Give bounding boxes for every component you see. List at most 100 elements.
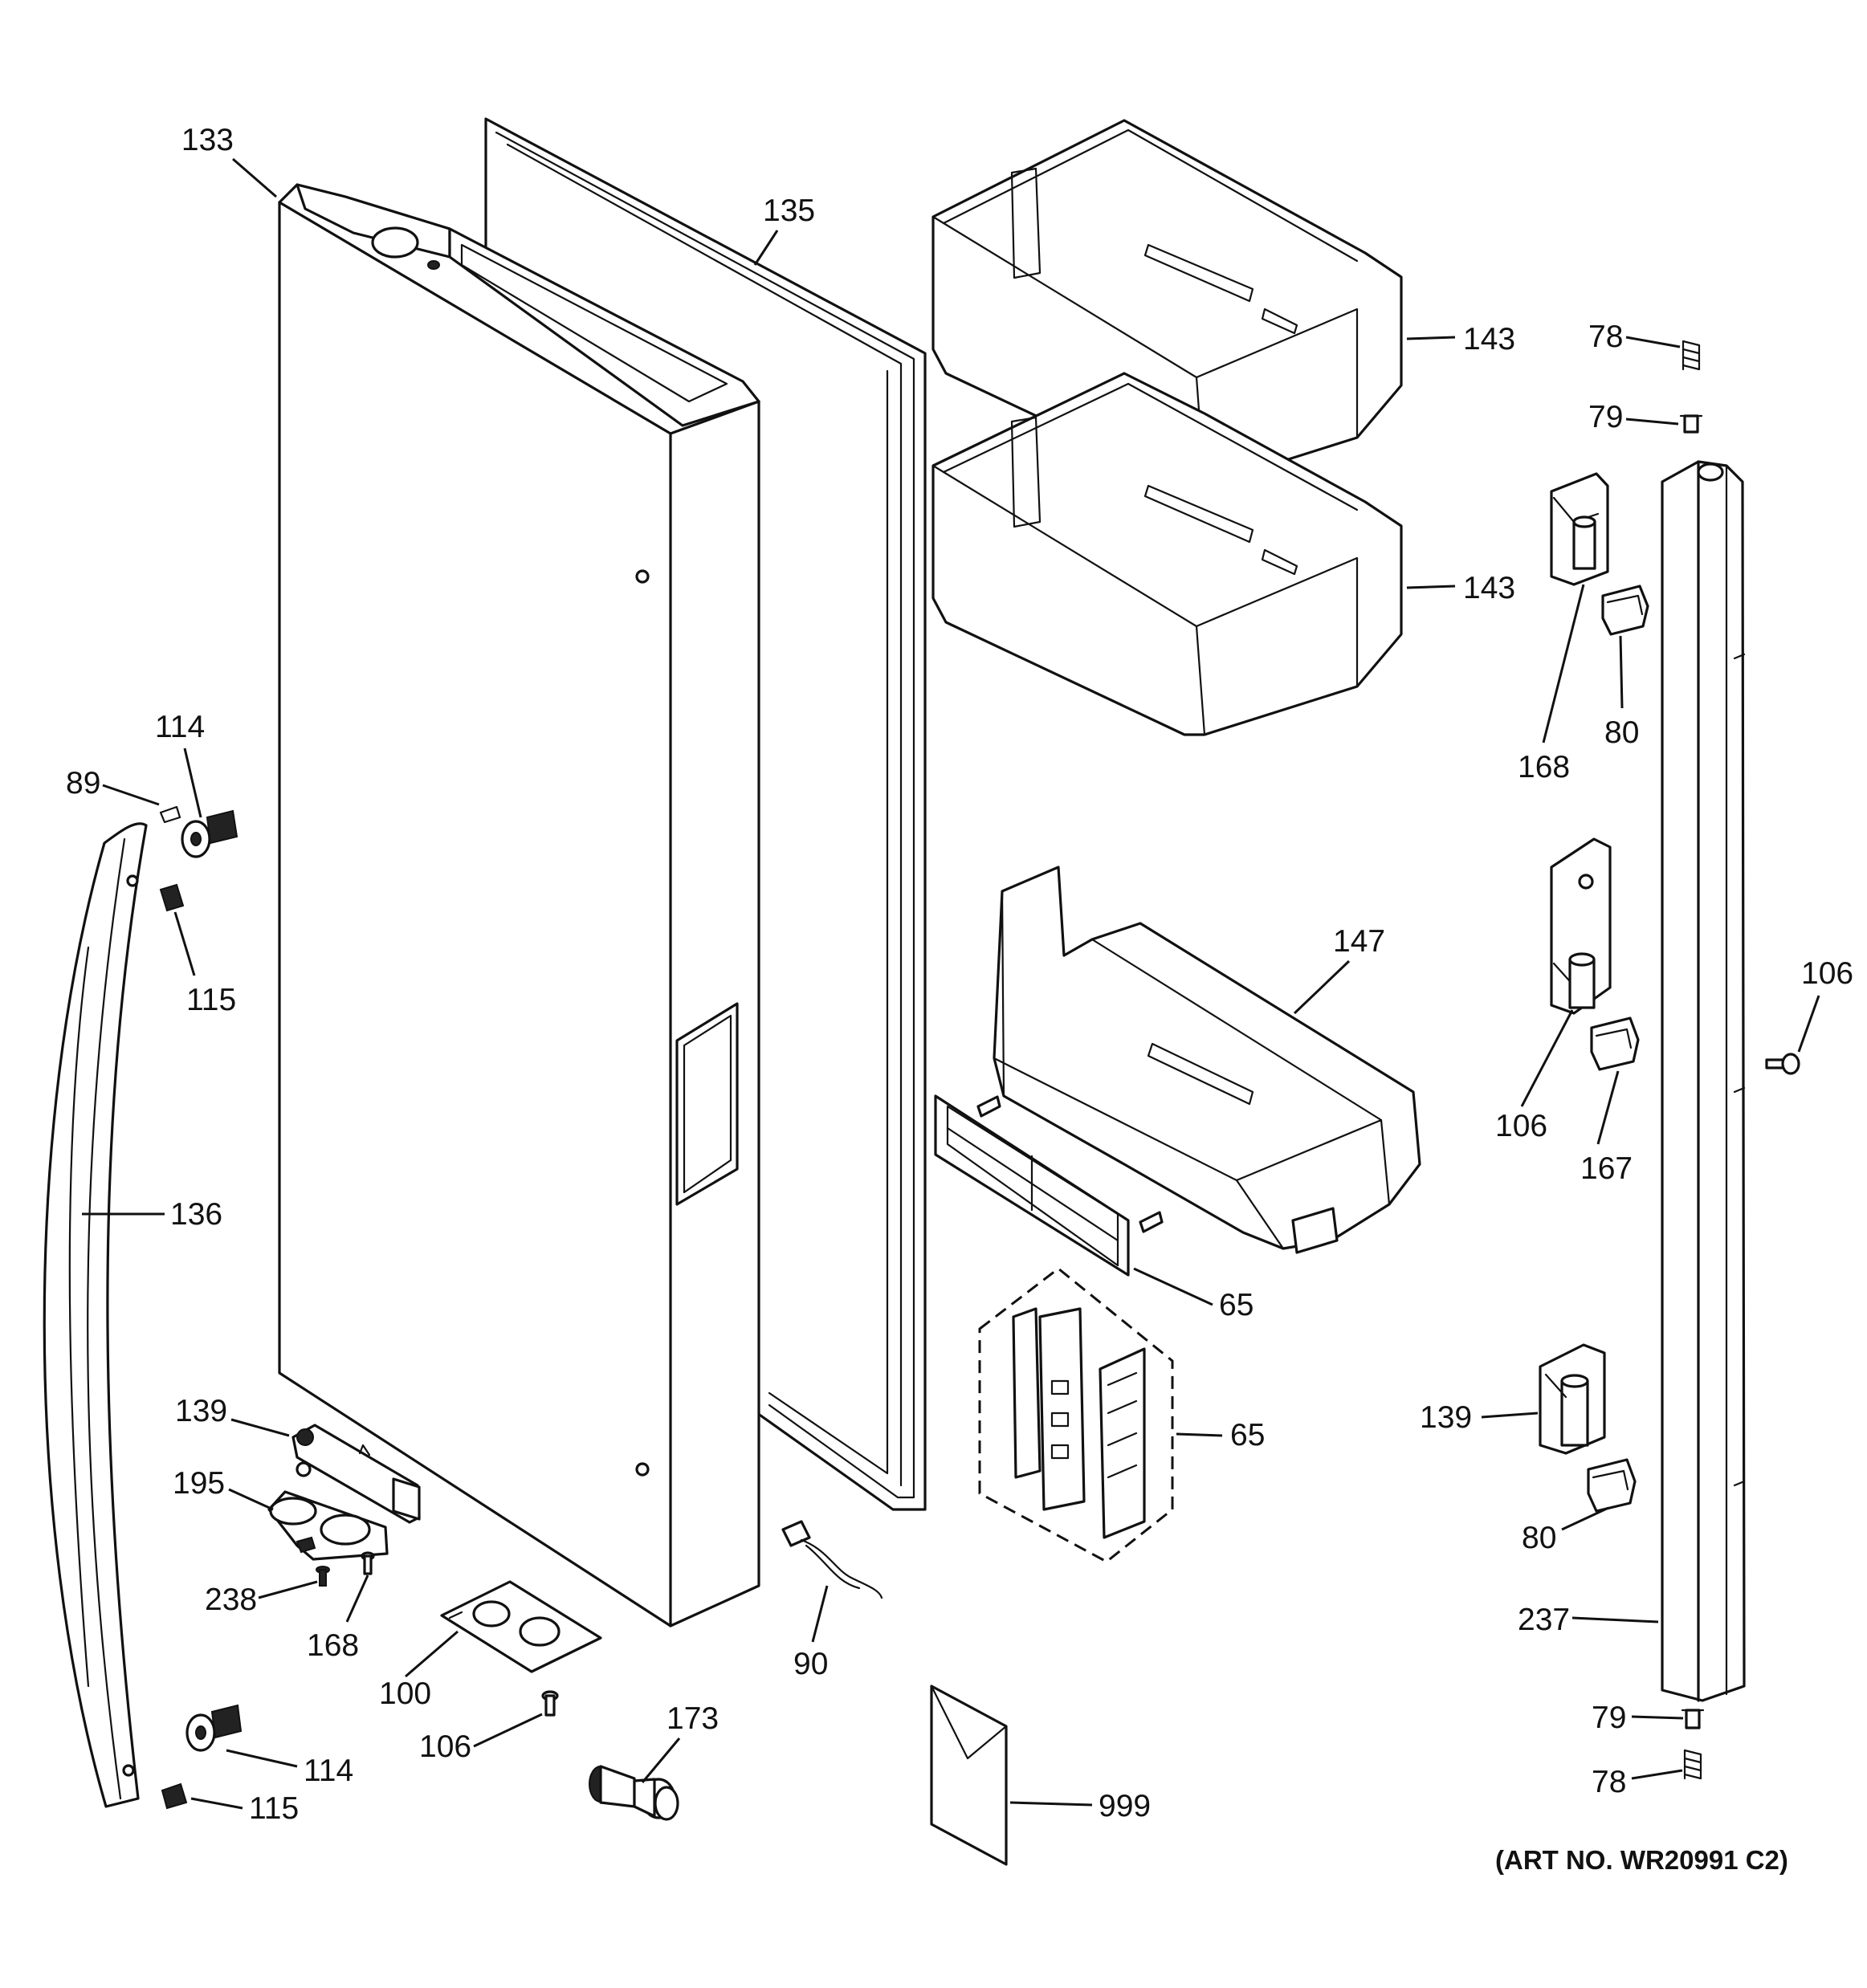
wire-harness-90 (781, 1520, 883, 1599)
callout-237: 238 (205, 1583, 257, 1617)
stud-114-bottom (185, 1704, 243, 1752)
leader-114-bottom (226, 1749, 298, 1768)
leader-139 (230, 1418, 290, 1437)
plate-100 (440, 1580, 602, 1673)
hinge-168-top (1550, 472, 1609, 586)
leader-238 (228, 1488, 274, 1511)
plate-65 (934, 1094, 1164, 1277)
leader-89 (102, 784, 160, 806)
leader-168-top (1542, 584, 1585, 743)
leader-65 (1133, 1267, 1213, 1306)
callout-999: 999 (1099, 1789, 1151, 1823)
callout-143-upper: 143 (1463, 322, 1515, 356)
callout-80-bottom: 80 (1522, 1521, 1556, 1555)
callout-80-top: 80 (1604, 715, 1639, 750)
fridge-door (278, 183, 760, 1627)
screw-237 (316, 1566, 330, 1587)
callout-167: 106 (1495, 1109, 1547, 1143)
callout-90: 90 (793, 1647, 828, 1681)
callout-147: 147 (1333, 924, 1385, 959)
screw-106-bottom (541, 1690, 559, 1717)
leader-168-bottom (1481, 1412, 1539, 1419)
leader-115-top (173, 911, 196, 976)
bracket-238 (267, 1490, 389, 1561)
leader-133 (232, 157, 277, 198)
hinge-arm-139 (291, 1424, 421, 1524)
callout-168-bottom: 139 (1420, 1400, 1472, 1435)
callout-133: 133 (181, 123, 234, 157)
set-screw-115-bottom (161, 1782, 188, 1810)
leader-78-bottom (1631, 1769, 1683, 1780)
callout-135: 135 (763, 194, 815, 228)
door-handle-136 (43, 822, 148, 1808)
leader-80-mid (1596, 1070, 1620, 1145)
callout-173: 173 (666, 1701, 719, 1736)
door-bin-lower (931, 372, 1403, 736)
leader-999 (1009, 1801, 1093, 1807)
callout-80-mid: 167 (1580, 1151, 1633, 1186)
leader-90 (811, 1585, 829, 1643)
envelope-999 (930, 1685, 1008, 1866)
callout-136: 136 (170, 1197, 222, 1232)
callout-168-top: 168 (1518, 750, 1570, 784)
pin-79-bottom (1681, 1709, 1705, 1729)
leader-173 (641, 1737, 681, 1783)
door-trim-166 (1661, 460, 1746, 1702)
leader-100 (405, 1630, 459, 1678)
spring-78-top (1682, 340, 1701, 371)
art-number: (ART NO. WR20991 C2) (1495, 1845, 1788, 1875)
callout-114-top: 114 (155, 710, 205, 744)
callout-143-lower: 143 (1463, 571, 1515, 605)
leader-149 (345, 1575, 369, 1623)
callout-78-top: 78 (1588, 320, 1623, 354)
callout-166: 237 (1518, 1603, 1570, 1637)
leader-79-bottom (1631, 1715, 1684, 1720)
leader-106-right (1797, 995, 1820, 1053)
set-screw-89 (159, 805, 181, 824)
fitting-173 (589, 1765, 679, 1821)
spring-78-bottom (1683, 1749, 1702, 1780)
callout-106-bottom: 106 (419, 1729, 471, 1764)
leader-79-top (1625, 418, 1679, 426)
screw-106-right (1765, 1053, 1800, 1075)
leader-166 (1571, 1616, 1659, 1623)
cap-80-mid (1590, 1016, 1640, 1071)
leader-78-top (1625, 336, 1681, 348)
screw-149 (361, 1551, 375, 1575)
callout-65: 65 (1219, 1288, 1253, 1322)
set-screw-115-top (159, 883, 185, 912)
leader-143-lower (1406, 585, 1456, 589)
leader-147 (1293, 959, 1351, 1015)
callout-106-right: 106 (1801, 956, 1853, 991)
hinge-168-bottom (1539, 1343, 1606, 1455)
callout-149: 168 (307, 1628, 359, 1663)
leader-167 (1520, 1009, 1574, 1107)
leader-135 (753, 230, 779, 266)
leader-114-top (183, 748, 202, 818)
callout-114-bottom: 114 (304, 1754, 353, 1788)
callout-78-bottom: 78 (1592, 1765, 1626, 1799)
callout-115-bottom: 115 (249, 1791, 299, 1826)
leader-115-bottom (190, 1797, 243, 1810)
callout-100: 100 (379, 1676, 431, 1711)
control-panel-195 (978, 1267, 1174, 1563)
callout-79-bottom: 79 (1592, 1701, 1626, 1735)
callout-115-top: 115 (186, 983, 236, 1017)
callout-195: 65 (1230, 1418, 1265, 1452)
callout-139: 139 (175, 1394, 227, 1428)
leader-143-upper (1406, 336, 1456, 340)
callout-238: 195 (173, 1466, 225, 1501)
leader-80-bottom (1561, 1506, 1609, 1531)
leader-106-bottom (473, 1713, 543, 1748)
cap-80-bottom (1587, 1458, 1637, 1513)
stud-114-top (181, 809, 238, 858)
cap-80-top (1601, 585, 1649, 636)
door-bin-147 (993, 866, 1421, 1254)
hinge-167 (1550, 837, 1612, 1015)
callout-79-top: 79 (1588, 400, 1623, 434)
leader-237 (258, 1580, 318, 1599)
callout-89: 89 (66, 766, 100, 800)
leader-195 (1176, 1432, 1223, 1437)
pin-79-top (1679, 414, 1703, 434)
